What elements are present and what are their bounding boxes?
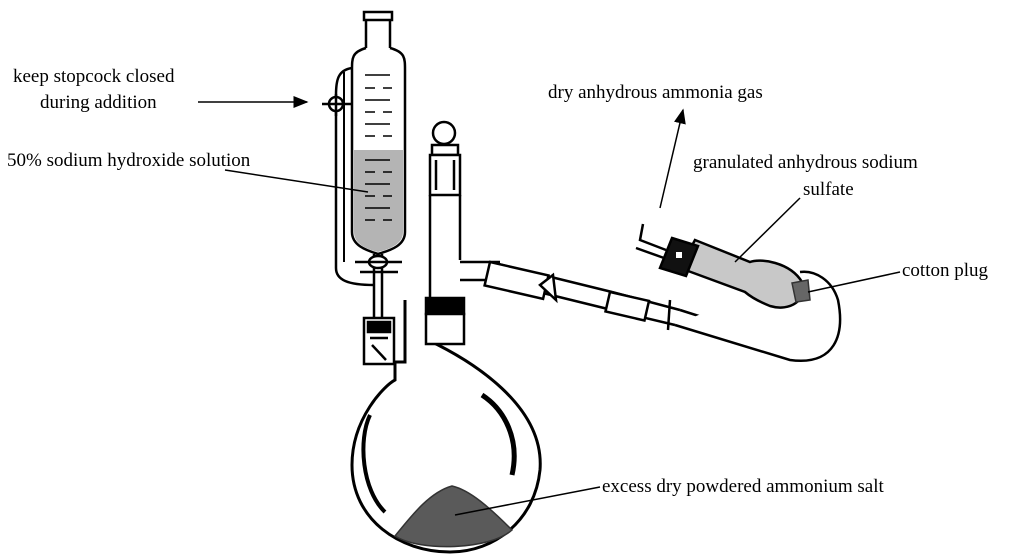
naoh-solution-liquid: [354, 150, 403, 252]
cotton-plug: [792, 280, 810, 302]
naoh-label: 50% sodium hydroxide solution: [7, 150, 251, 171]
sulfate-leader: [735, 198, 800, 262]
sulfate-label-line1: granulated anhydrous sodium: [693, 152, 918, 173]
stopcock-label-line1: keep stopcock closed: [13, 66, 175, 87]
cotton-plug-label: cotton plug: [902, 260, 989, 281]
ammonium-salt-label: excess dry powdered ammonium salt: [602, 476, 884, 497]
ammonia-gas-label: dry anhydrous ammonia gas: [548, 82, 763, 103]
funnel-adapter-joint: [364, 318, 394, 364]
naoh-leader: [225, 170, 368, 192]
glass-stopper: [433, 122, 455, 144]
sulfate-label-line2: sulfate: [803, 179, 854, 200]
ammonia-arrow: [660, 110, 683, 208]
drying-tube: [636, 224, 810, 308]
stopcock-label-line2: during addition: [40, 92, 157, 113]
side-arm-stopcock: [322, 94, 352, 116]
claisen-adapter: [426, 122, 500, 344]
funnel-lower-stopcock: [355, 256, 402, 272]
